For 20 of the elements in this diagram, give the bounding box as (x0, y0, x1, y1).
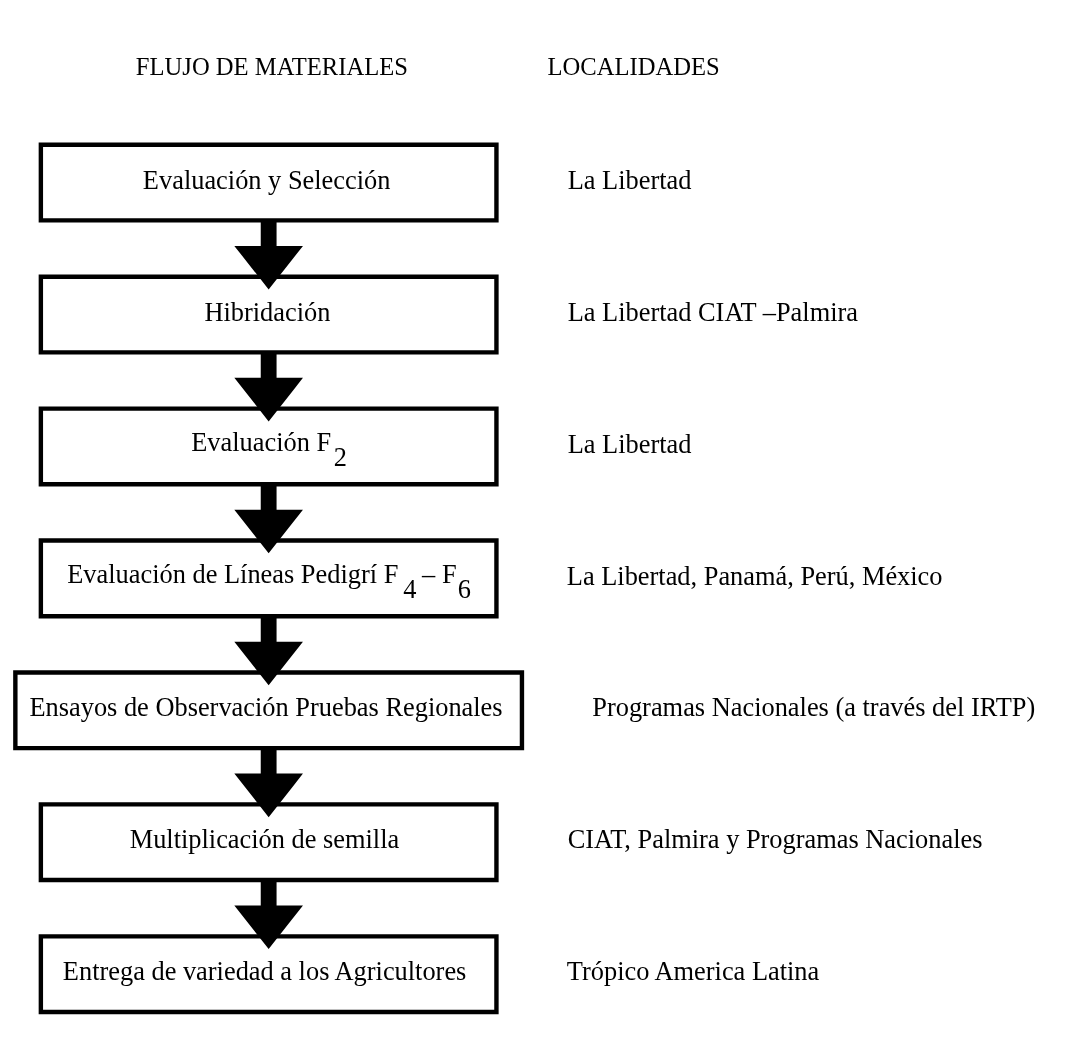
node-label: La Libertad (567, 428, 692, 459)
node-label: La Libertad, Panamá, Perú, México (566, 560, 943, 591)
node-label: La Libertad CIAT –Palmira (567, 296, 858, 327)
label: LOCALIDADES (547, 52, 720, 80)
node-box: Hibridación (38, 274, 499, 355)
arrow (234, 352, 303, 422)
node-box: Multiplicación de semilla (38, 802, 499, 883)
node-box: Ensayos de Observación Pruebas Regionales (13, 670, 525, 751)
label: FLUJO DE MATERIALES (135, 52, 408, 80)
arrow (234, 616, 303, 686)
arrow (234, 748, 303, 818)
node-box: Evaluación y Selección (38, 142, 499, 223)
arrow (234, 880, 303, 950)
node-label: Programas Nacionales (a través del IRTP) (592, 692, 1036, 723)
node-label: Trópico America Latina (566, 956, 820, 987)
node-label: CIAT, Palmira y Programas Nacionales (567, 824, 983, 855)
arrow (234, 220, 303, 290)
node-box: Entrega de variedad a los Agricultores (38, 934, 499, 1015)
node-label: La Libertad (567, 164, 692, 195)
arrow (234, 484, 303, 554)
